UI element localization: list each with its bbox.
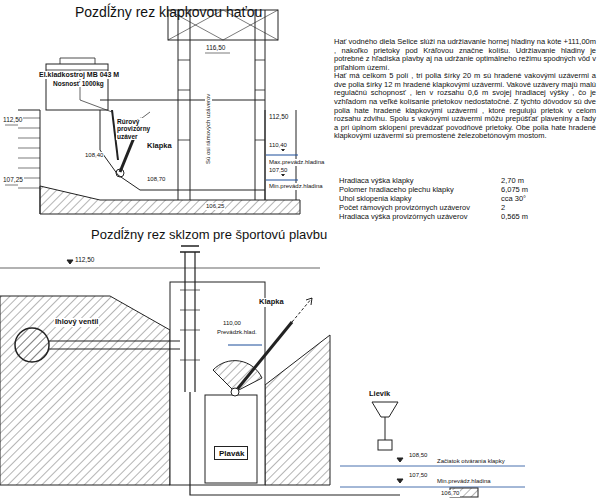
note-text: Hať vodného diela Selice slúži na udržia…	[333, 38, 597, 73]
elevation: 116,50	[205, 44, 226, 51]
elevation: 110,40	[268, 142, 288, 149]
table-cell: Uhol sklopenia klapky	[338, 195, 413, 204]
table-cell: 2,70 m	[500, 177, 525, 186]
elevation: 112,50	[2, 116, 23, 123]
elevation: 108,50	[408, 452, 428, 459]
elevation: 107,50	[408, 472, 428, 479]
elevation: 108,40	[84, 152, 104, 159]
table-cell: cca 30°	[500, 195, 527, 204]
elevation: 112,50	[268, 113, 289, 120]
elevation: 107,50	[268, 167, 288, 174]
node-text: Plavák	[219, 449, 247, 458]
note-text: Hať má celkom 5 polí , tri polia šírky 2…	[333, 72, 597, 141]
level-label: Začiatok otvárania klapky	[436, 458, 506, 465]
level-label: Prevádzk.hlad.	[216, 329, 258, 336]
elevation: 108,70	[146, 176, 166, 183]
elevation: 106,25	[205, 203, 225, 210]
table-cell: Počet rámových provizórnych uzáverov	[338, 204, 471, 213]
elevation: 110,00	[222, 320, 242, 327]
table-cell: Polomer hradiaceho plechu klapky	[338, 186, 455, 195]
level-label: Min.prevádz.hladina	[436, 478, 492, 485]
part-label: Lievik	[368, 390, 391, 399]
part-label: Ihlový ventil	[54, 318, 99, 327]
table-cell: 0,565 m	[500, 213, 529, 222]
part-label: Rúrový provizórny uzáver	[116, 118, 170, 140]
elevation: 107,25	[2, 176, 24, 183]
table-cell: Hradiaca výška klapky	[338, 177, 415, 186]
title: Pozdĺžny rez klapkovou haťou	[75, 4, 262, 20]
table-cell: 6,075 m	[500, 186, 529, 195]
part-label: Klapka	[258, 298, 285, 307]
level-label: Min.prevádz.hladina	[268, 183, 324, 190]
float-box: Plavák	[214, 446, 248, 460]
capacity-label: Nosnosť 1000kg	[52, 80, 105, 87]
elevation: 112,50	[74, 256, 95, 263]
section-heading: Pozdĺžny rez sklzom pre športovú plavbu	[90, 228, 328, 243]
table-cell: 2	[500, 204, 506, 213]
axis-label: Sú osi rámových uzáverov	[205, 93, 212, 165]
table-cell: Hradiaca výška provizórnych uzáverov	[338, 213, 468, 222]
part-label: Klapka	[146, 142, 173, 151]
equipment-label: El.kladkostroj MB 043 M	[38, 71, 120, 79]
elevation: 106,70	[440, 490, 460, 497]
level-label: Max.prevádz.hladina	[268, 159, 325, 166]
